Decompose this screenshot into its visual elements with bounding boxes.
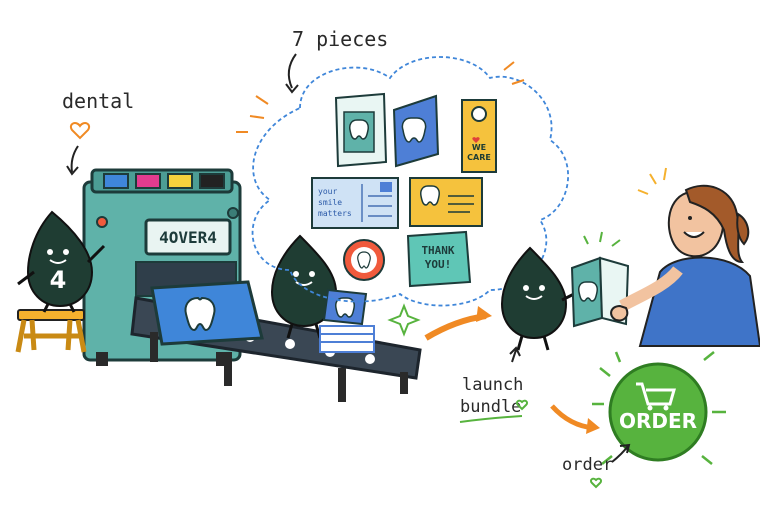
label-pieces: 7 pieces [292,27,388,51]
tooth-icon [578,281,598,302]
cart-icon [636,382,676,406]
mascot-middle [270,234,338,339]
ink-yellow [167,173,193,189]
card-thank-you: THANK YOU! [406,230,472,288]
card-folded [392,94,440,168]
heart-icon [70,122,90,140]
tooth-icon [420,185,440,206]
underline [459,415,523,423]
arrow-icon [511,349,517,363]
order-button-label: ORDER [619,409,697,433]
arrowhead-icon [509,346,521,357]
arrowhead-icon [619,443,631,454]
order-button[interactable]: ORDER [608,362,708,462]
card-sticker [343,239,385,281]
sparkle-marks [236,61,525,133]
ink-black [199,173,225,189]
card-postcard: your smile matters [311,177,399,229]
sparkle-icon [387,303,421,337]
arrowhead-icon [66,165,79,176]
tooth-icon [349,119,369,140]
label-bundle: bundle [460,397,521,417]
brand-label: 4OVER4 [159,228,217,247]
label-dental: dental [62,89,134,113]
heart-icon [472,137,480,143]
arrowhead-icon [285,83,299,94]
arrowhead-icon [586,418,600,434]
tooth-icon [401,117,427,143]
thankyou-line1: THANK [421,244,454,257]
arrowhead-icon [476,306,492,322]
hanger-line2: CARE [467,153,491,162]
sparkle-marks [592,351,726,465]
postcard-line1: your [318,187,337,196]
card-stack [319,288,375,353]
label-order: order [562,455,613,475]
brand-panel [144,218,232,256]
arrow-icon [611,445,629,463]
arrow-icon [287,53,297,89]
mascot-badge: 4 [50,266,67,294]
card-door-hanger: WE CARE [461,99,497,173]
printed-card [150,280,264,346]
heart-icon [515,399,529,411]
card-yellow [409,177,483,227]
handed-brochure [570,231,630,328]
card-brochure [334,92,388,168]
mascot-left: 4 [17,210,106,313]
sparkle-marks [637,167,667,195]
heart-icon [589,477,603,489]
cloud [251,56,569,307]
person [610,184,760,347]
ink-cyan [103,173,129,189]
thankyou-line2: YOU! [425,258,452,271]
mascot-right [500,246,579,351]
arrow-icon [70,145,79,173]
stool [15,309,87,353]
tooth-icon [335,297,355,318]
tooth-icon [184,296,216,332]
label-launch: launch [462,375,523,395]
hanger-line1: WE [472,143,486,152]
ink-magenta [135,173,161,189]
tooth-icon [357,251,371,269]
postcard-line3: matters [318,209,352,218]
postcard-line2: smile [318,198,342,207]
